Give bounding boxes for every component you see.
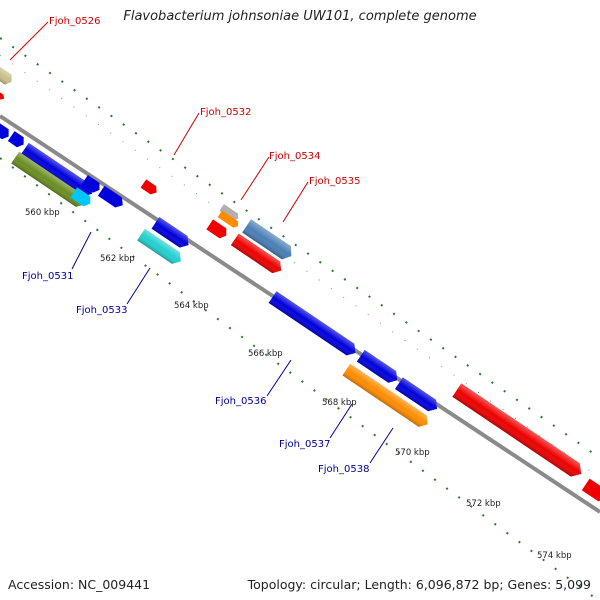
gene-label-0534[interactable]: Fjoh_0534 bbox=[269, 151, 320, 162]
tick-label: 570 kbp bbox=[395, 448, 430, 458]
gene-arrow-blue-0537 bbox=[356, 349, 398, 383]
gene-arrow-blue-0536 bbox=[268, 291, 356, 356]
callout-line-0532 bbox=[173, 112, 200, 156]
gene-arrows bbox=[0, 62, 600, 502]
gene-arrow-blue-c bbox=[97, 185, 123, 208]
gene-arrow-khaki bbox=[0, 62, 12, 85]
callout-line-0531 bbox=[71, 231, 92, 270]
tick-labels: 560 kbp 562 kbp 564 kbp 566 kbp 568 kbp … bbox=[25, 208, 572, 561]
gene-arrow-red-0534 bbox=[206, 219, 227, 239]
gene-arrow-cyan-0533 bbox=[137, 228, 181, 264]
gene-label-0526[interactable]: Fjoh_0526 bbox=[49, 16, 100, 27]
gene-arrow-blue-small-a bbox=[7, 131, 24, 148]
gene-arrow-blue-d bbox=[151, 217, 189, 248]
tick-label: 568 kbp bbox=[322, 398, 357, 408]
gene-arrow-orange-small bbox=[217, 210, 239, 228]
gene-arrow-red-xlong bbox=[452, 383, 582, 477]
gene-arrow-blue-0538 bbox=[395, 377, 438, 412]
tick-label: 572 kbp bbox=[466, 499, 501, 509]
tick-label: 564 kbp bbox=[174, 301, 209, 311]
gene-label-0536[interactable]: Fjoh_0536 bbox=[215, 396, 266, 407]
gene-arrow-steelblue-0535 bbox=[242, 219, 292, 260]
gene-arrow-olive bbox=[11, 151, 85, 207]
gene-arrow-blue-b bbox=[81, 174, 100, 193]
accession-text: Accession: NC_009441 bbox=[8, 577, 151, 592]
callout-line-0534 bbox=[240, 156, 270, 201]
gene-arrow-orange-long bbox=[342, 363, 428, 427]
gene-arrow-blue-partial bbox=[0, 122, 9, 140]
inner-dotted-track bbox=[0, 54, 600, 479]
tick-label: 562 kbp bbox=[100, 254, 135, 264]
genome-summary-text: Topology: circular; Length: 6,096,872 bp… bbox=[247, 577, 591, 592]
gene-arrow-cyan-small bbox=[70, 187, 91, 207]
gene-arrow-red-long bbox=[230, 233, 282, 274]
gene-label-0531[interactable]: Fjoh_0531 bbox=[22, 271, 73, 282]
tick-label: 566 kbp bbox=[248, 349, 283, 359]
genome-title: Flavobacterium johnsoniae UW101, complet… bbox=[123, 9, 477, 24]
callout-line-0526 bbox=[9, 21, 49, 61]
gene-labels: Fjoh_0526 Fjoh_0532 Fjoh_0534 Fjoh_0535 … bbox=[22, 16, 369, 475]
gene-label-0533[interactable]: Fjoh_0533 bbox=[76, 305, 127, 316]
tick-label: 560 kbp bbox=[25, 208, 60, 218]
gene-arrow-grey-0534 bbox=[219, 204, 239, 221]
callout-line-0537 bbox=[329, 403, 353, 439]
callout-line-0535 bbox=[282, 181, 309, 223]
tick-label: 574 kbp bbox=[537, 551, 572, 561]
gene-label-0535[interactable]: Fjoh_0535 bbox=[309, 176, 360, 187]
mid-dotted-track bbox=[0, 157, 596, 599]
gene-label-0537[interactable]: Fjoh_0537 bbox=[279, 439, 330, 450]
gene-arrow-blue-long bbox=[20, 142, 92, 197]
gene-arrow-red-small bbox=[0, 91, 5, 100]
gene-arrow-red-edge bbox=[581, 478, 600, 502]
callout-line-0538 bbox=[369, 427, 394, 464]
callout-line-0533 bbox=[126, 267, 151, 305]
outer-dotted-track bbox=[0, 37, 600, 459]
callout-lines bbox=[9, 21, 394, 464]
gene-label-0532[interactable]: Fjoh_0532 bbox=[200, 107, 251, 118]
gene-arrow-red-0532 bbox=[140, 179, 157, 195]
gene-label-0538[interactable]: Fjoh_0538 bbox=[318, 464, 369, 475]
callout-line-0536 bbox=[266, 359, 292, 397]
